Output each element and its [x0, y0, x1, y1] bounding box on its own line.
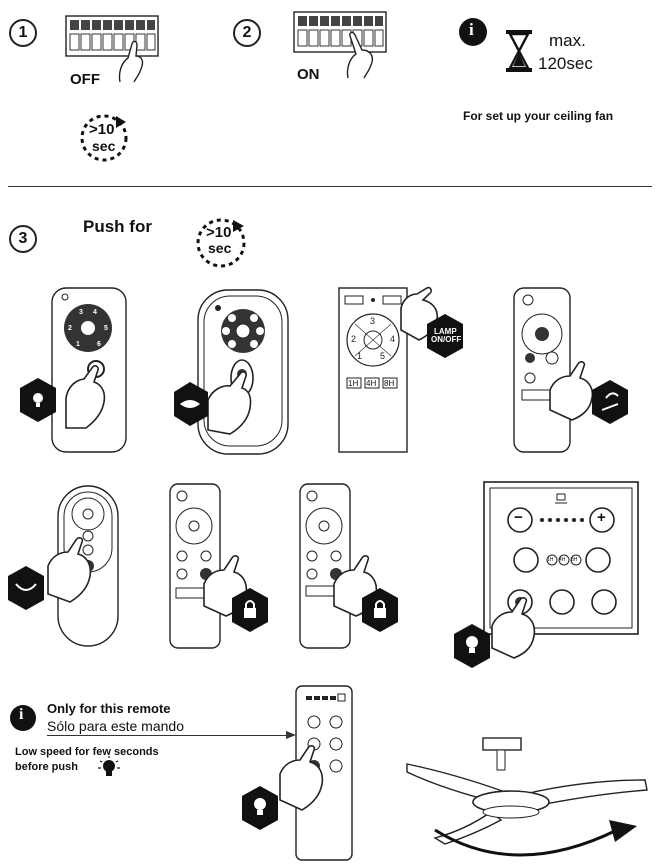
low-light-bulb-icon: [98, 756, 120, 776]
svg-text:1: 1: [357, 351, 362, 361]
panel-timer-4h: 4H: [559, 557, 566, 563]
max-value: 120sec: [538, 54, 593, 73]
step-3-number: 3: [9, 225, 37, 253]
low-speed-line-2: before push: [15, 761, 78, 773]
note-subtitle: Sólo para este mando: [47, 718, 184, 734]
svg-text:4: 4: [93, 309, 97, 316]
info-icon: [459, 18, 487, 46]
note-title: Only for this remote: [47, 701, 171, 716]
remote-f-illustration: [169, 483, 268, 649]
breaker-panel-off-illustration: [65, 15, 159, 83]
svg-text:ON/OFF: ON/OFF: [431, 335, 461, 344]
remote-a-illustration: 3 4 2 5 1 6: [20, 287, 127, 453]
hourglass-icon: [506, 30, 532, 72]
panel-timer-8h: 8H: [571, 557, 578, 563]
step-2-number: 2: [233, 19, 261, 47]
panel-timer-1h: 1H: [547, 557, 554, 563]
svg-text:1: 1: [76, 341, 80, 348]
breaker-panel-on-illustration: [293, 11, 387, 79]
svg-text:2: 2: [68, 325, 72, 332]
section-divider: [8, 186, 652, 187]
timer-main-1: >10: [89, 121, 115, 138]
svg-text:2: 2: [351, 334, 356, 344]
info-symbol-2: i: [19, 706, 24, 723]
wall-control-panel-illustration: [454, 481, 639, 668]
panel-plus: +: [597, 509, 606, 526]
svg-text:5: 5: [104, 325, 108, 332]
timer-8h: 8H: [384, 379, 395, 388]
remote-h-illustration: [242, 685, 353, 861]
off-label: OFF: [70, 71, 100, 88]
setup-text: For set up your ceiling fan: [463, 109, 614, 123]
timer-main-2: >10: [206, 224, 232, 241]
ceiling-fan-illustration: [406, 737, 648, 857]
remote-d-illustration: [513, 287, 628, 453]
timer-unit-2: sec: [208, 240, 232, 256]
timer-4h: 4H: [366, 379, 377, 388]
svg-text:5: 5: [380, 351, 385, 361]
timer-icon-2: [196, 218, 246, 268]
remote-e-illustration: [8, 485, 119, 647]
on-label: ON: [297, 66, 320, 83]
svg-text:3: 3: [79, 309, 83, 316]
info-symbol: i: [469, 20, 474, 39]
remote-c-illustration: 3 2 4 1 5 LAMP ON/OFF: [338, 286, 463, 453]
note-pointer-line: [47, 735, 291, 736]
timer-unit-1: sec: [92, 138, 116, 154]
note-arrow-icon: [286, 731, 296, 739]
svg-text:3: 3: [370, 316, 375, 326]
push-for-title: Push for: [83, 217, 152, 236]
svg-text:4: 4: [390, 334, 395, 344]
remote-b-illustration: [174, 289, 289, 455]
timer-icon-1: [80, 114, 128, 162]
svg-text:LAMP: LAMP: [434, 327, 457, 336]
step-1-number: 1: [9, 19, 37, 47]
panel-minus: −: [514, 509, 523, 526]
timer-1h: 1H: [348, 379, 359, 388]
svg-text:6: 6: [97, 341, 101, 348]
remote-g-illustration: [299, 483, 398, 649]
max-label: max.: [549, 31, 586, 50]
info-icon-2: [10, 705, 36, 731]
low-speed-line-1: Low speed for few seconds: [15, 746, 159, 758]
